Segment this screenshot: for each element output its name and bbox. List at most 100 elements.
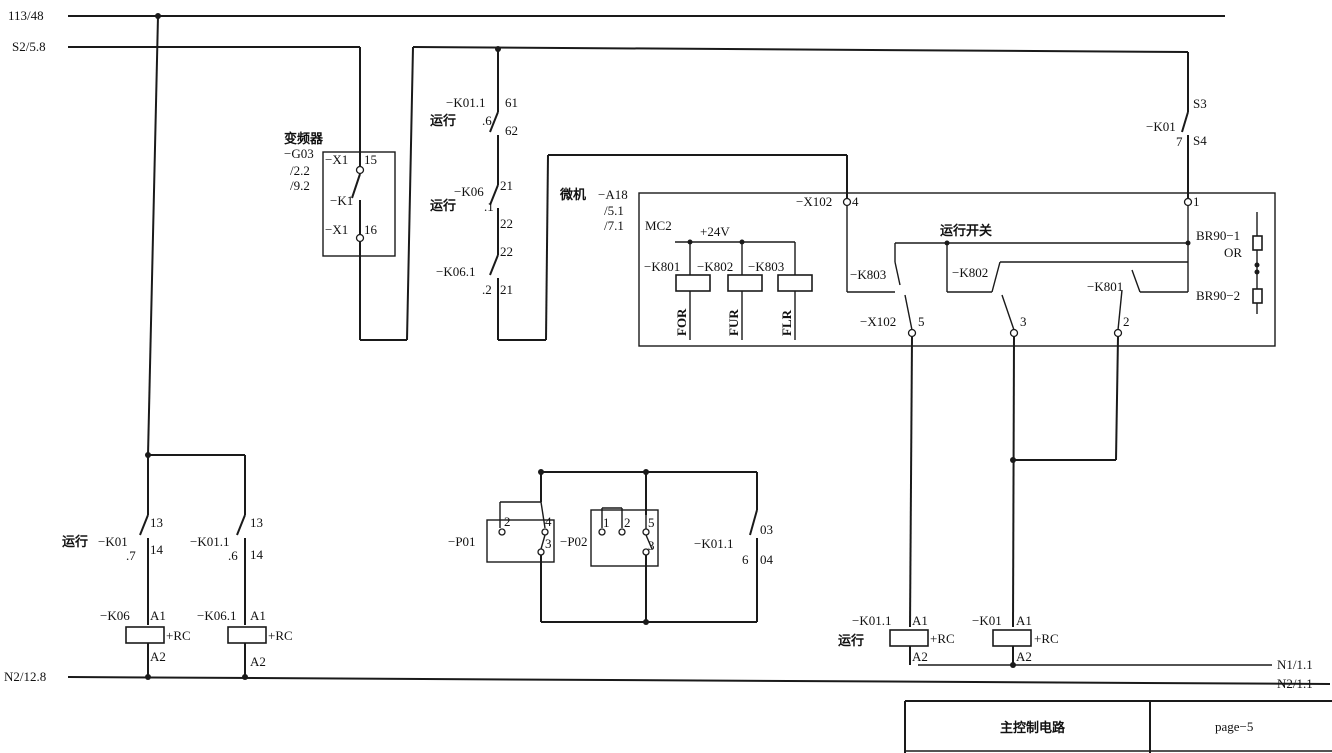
diagram-label: FUR	[726, 309, 741, 336]
contact-k01-1-13-14	[236, 514, 246, 536]
diagram-label: .6	[482, 113, 492, 128]
relay-k801	[675, 274, 711, 292]
diagram-label: 61	[505, 95, 518, 110]
diagram-label: OR	[1224, 245, 1242, 260]
diagram-label: −K01.1	[446, 95, 485, 110]
coil-k06	[125, 626, 165, 644]
diagram-label: −K06	[100, 608, 130, 623]
diagram-label: 微机	[559, 187, 586, 203]
diagram-label: −K801	[644, 259, 680, 274]
diagram-label: FLR	[779, 309, 794, 336]
diagram-label: −K802	[952, 265, 988, 280]
diagram-label: S4	[1193, 133, 1207, 148]
diagram-label: −K801	[1087, 279, 1123, 294]
diagram-label: .2	[482, 282, 492, 297]
diagram-label: 03	[760, 522, 773, 537]
diagram-label: −K803	[748, 259, 784, 274]
micro-controller-box	[638, 192, 1276, 347]
diagram-label: 运行	[430, 113, 456, 129]
diagram-label: 5	[918, 314, 925, 329]
diagram-label: −X102	[796, 194, 832, 209]
diagram-label: 运行	[62, 534, 88, 550]
diagram-label: 22	[500, 216, 513, 231]
diagram-label: MC2	[645, 218, 672, 233]
bus-label-n2-left: N2/12.8	[4, 669, 46, 684]
relay-k803	[777, 274, 813, 292]
diagram-label: 2	[624, 515, 631, 530]
diagram-label: 22	[500, 244, 513, 259]
diagram-label: BR90−2	[1196, 288, 1240, 303]
diagram-label: 6	[742, 552, 749, 567]
contact-k01-13-14	[139, 514, 149, 536]
diagram-label: A1	[150, 608, 166, 623]
diagram-label: −K06.1	[436, 264, 475, 279]
diagram-label: 15	[364, 152, 377, 167]
diagram-label: A1	[250, 608, 266, 623]
p01-box	[486, 519, 555, 563]
diagram-label: 运行	[430, 198, 456, 214]
diagram-label: +RC	[930, 631, 955, 646]
diagram-label: 16	[364, 222, 378, 237]
diagram-label: 1	[1193, 194, 1200, 209]
diagram-label: −K01	[98, 534, 128, 549]
contact-k802	[991, 261, 1001, 293]
diagram-label: /9.2	[290, 178, 310, 193]
diagram-label: S3	[1193, 96, 1207, 111]
sensor-br90-1	[1252, 235, 1263, 251]
wire-left-vertical	[147, 15, 159, 456]
diagram-label: A2	[150, 649, 166, 664]
diagram-label: −K802	[697, 259, 733, 274]
diagram-label: −K803	[850, 267, 886, 282]
diagram-label: 04	[760, 552, 774, 567]
diagram-label: A1	[1016, 613, 1032, 628]
diagram-label: −K01	[1146, 119, 1176, 134]
diagram-label: /2.2	[290, 163, 310, 178]
diagram-label: −K01	[972, 613, 1002, 628]
bus-label-n1: N1/1.1	[1277, 657, 1313, 672]
diagram-label: 7	[1176, 134, 1183, 149]
diagram-label: A1	[912, 613, 928, 628]
diagram-label: 21	[500, 178, 513, 193]
title-block-title: 主控制电路	[1000, 720, 1066, 736]
diagram-label: 14	[150, 542, 164, 557]
coil-k06-1	[227, 626, 267, 644]
bus-label-s2: S2/5.8	[12, 39, 46, 54]
contact-k01-1-61-62	[489, 111, 499, 133]
diagram-label: −K06.1	[197, 608, 236, 623]
bus-label-n2-right: N2/1.1	[1277, 676, 1313, 691]
diagram-label: +RC	[268, 628, 293, 643]
contact-k01-s3-s4	[1181, 111, 1189, 133]
diagram-label: A2	[1016, 649, 1032, 664]
diagram-label: 2	[504, 514, 511, 529]
diagram-label: .1	[484, 199, 494, 214]
p02-box	[590, 509, 659, 567]
diagram-label: 1	[603, 515, 610, 530]
relay-k802	[727, 274, 763, 292]
contact-k803	[894, 261, 901, 286]
diagram-label: .7	[126, 548, 136, 563]
diagram-label: 3	[1020, 314, 1027, 329]
diagram-label: −K01.1	[852, 613, 891, 628]
diagram-label: −K01.1	[694, 536, 733, 551]
coil-k01-1	[889, 629, 929, 647]
bus-n2	[67, 676, 1331, 685]
diagram-label: 13	[150, 515, 163, 530]
diagram-label: A2	[912, 649, 928, 664]
contact-k06-1-22-21	[489, 254, 499, 276]
diagram-label: BR90−1	[1196, 228, 1240, 243]
diagram-label: 3	[648, 538, 655, 553]
diagram-label: −X1	[325, 152, 348, 167]
diagram-label: −K06	[454, 184, 484, 199]
diagram-label: +RC	[1034, 631, 1059, 646]
diagram-label: −K01.1	[190, 534, 229, 549]
contact-k1	[351, 173, 361, 199]
diagram-label: −P01	[448, 534, 476, 549]
coil-k01	[992, 629, 1032, 647]
title-block-page: page−5	[1215, 719, 1253, 734]
diagram-label: 2	[1123, 314, 1130, 329]
diagram-label: −K1	[330, 193, 353, 208]
contact-k01-1-03-04	[749, 509, 758, 536]
diagram-label: −A18	[598, 187, 628, 202]
diagram-label: 62	[505, 123, 518, 138]
